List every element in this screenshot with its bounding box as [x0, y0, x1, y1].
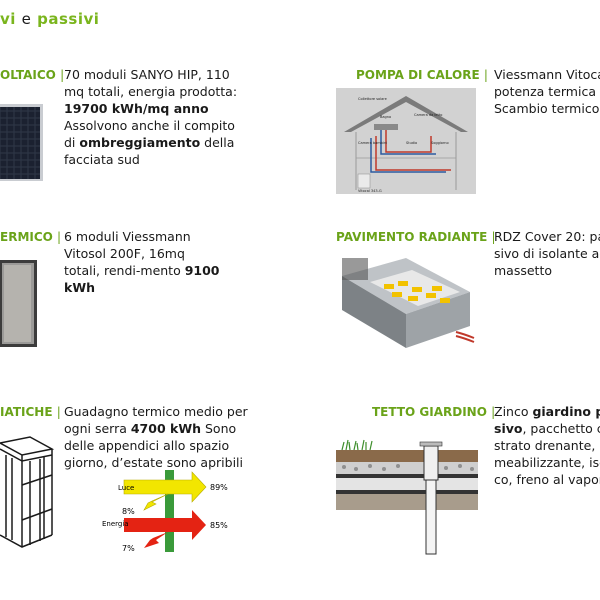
- luce-arrow: [123, 471, 207, 503]
- label-serre: IATICHE |: [0, 405, 61, 419]
- desc-pompa-calore: Viessmann Vitocal potenza termica 9 Scam…: [494, 67, 600, 116]
- separator-bar: [165, 470, 174, 552]
- luce-in-value: 89%: [210, 483, 228, 492]
- desc-pavimento-radiante: RDZ Cover 20: pac sivo di isolante acu m…: [494, 229, 600, 278]
- page-title: vi e passivi: [0, 10, 100, 28]
- energia-in-value: 85%: [210, 521, 228, 530]
- greenhouse-drawing: [0, 425, 55, 550]
- svg-text:Soggiorno: Soggiorno: [431, 141, 449, 145]
- svg-text:Studio: Studio: [406, 141, 417, 145]
- energia-arrow: [124, 510, 206, 540]
- energia-out-value: 7%: [122, 544, 135, 553]
- solar-collector-image: [0, 260, 38, 348]
- energia-reflect-arrow: [144, 532, 168, 548]
- desc-solare-termico: 6 moduli Viessmann Vitosol 200F, 16mq to…: [64, 229, 220, 295]
- svg-text:Bagno: Bagno: [380, 115, 391, 119]
- label-tetto-giardino: TETTO GIARDINO |: [372, 405, 496, 419]
- radiant-floor-diagram: [336, 248, 476, 358]
- energia-label: Energia: [102, 520, 129, 528]
- desc-serre: Guadagno termico medio per ogni serra 47…: [64, 404, 248, 470]
- luce-label: Luce: [118, 484, 134, 492]
- svg-text:Vitocal 343-G: Vitocal 343-G: [358, 189, 382, 193]
- svg-text:Camera da letto: Camera da letto: [414, 113, 442, 117]
- green-roof-diagram: [336, 420, 478, 556]
- desc-tetto-giardino: Zinco giardino pe sivo, pacchetto co str…: [494, 404, 600, 487]
- svg-text:Collettore solare: Collettore solare: [358, 97, 387, 101]
- label-pompa-calore: POMPA DI CALORE |: [356, 68, 488, 82]
- solar-panel-image: [0, 104, 44, 182]
- label-pavimento-radiante: PAVIMENTO RADIANTE |: [336, 230, 496, 244]
- luce-out-value: 8%: [122, 507, 135, 516]
- energy-balance-chart: Luce Energia 89% 8% 85% 7%: [100, 470, 245, 555]
- heat-pump-diagram: Collettore solare Bagno Camera da letto …: [336, 88, 476, 194]
- svg-text:Camera bambini: Camera bambini: [358, 141, 387, 145]
- label-solare-termico: ERMICO |: [0, 230, 62, 244]
- luce-reflect-arrow: [143, 493, 169, 511]
- desc-fotovoltaico: 70 moduli SANYO HIP, 110 mq totali, ener…: [64, 67, 238, 167]
- label-fotovoltaico: OLTAICO |: [0, 68, 65, 82]
